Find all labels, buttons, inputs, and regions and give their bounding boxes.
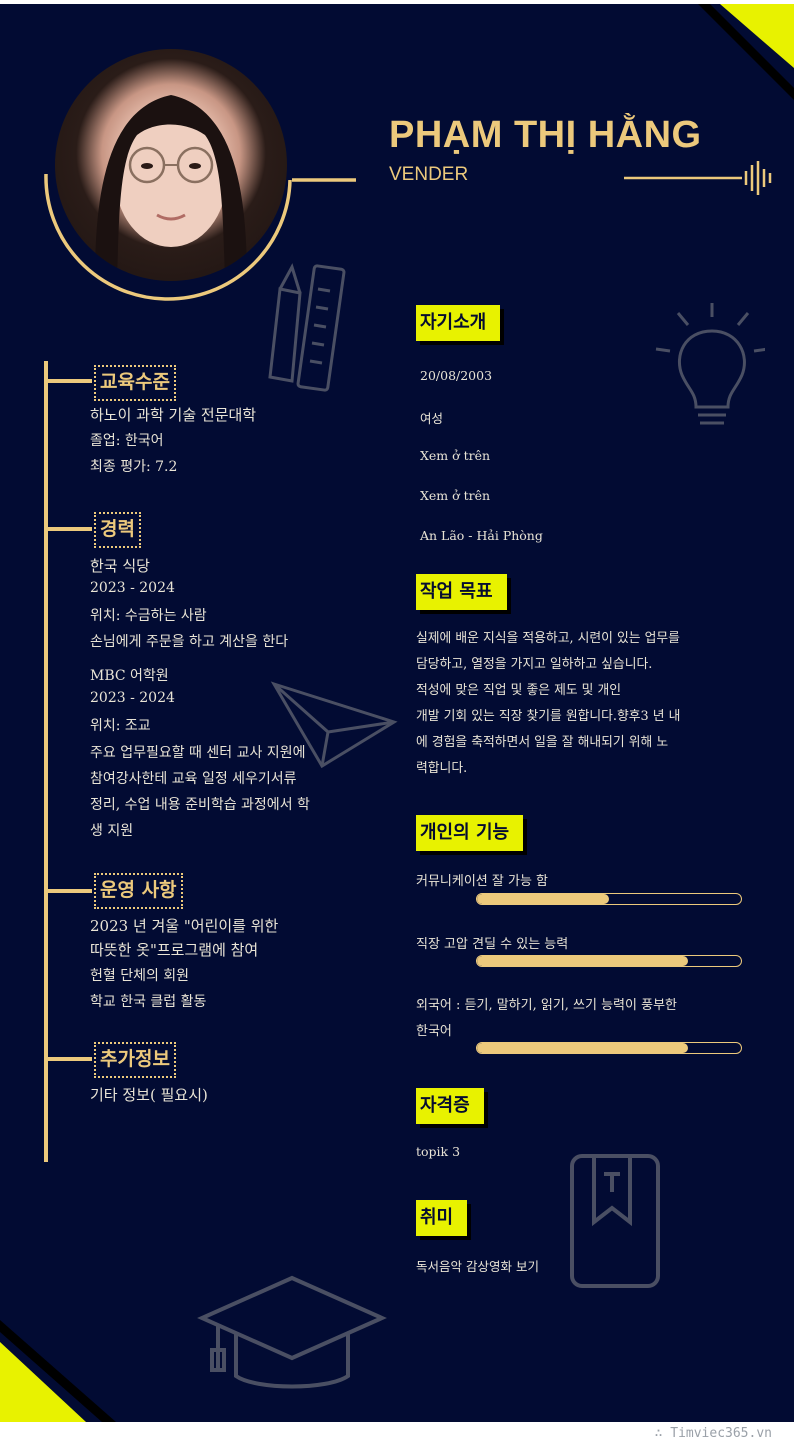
profile-photo <box>55 49 287 281</box>
sound-wave-divider <box>624 161 772 195</box>
skill-label: 커뮤니케이션 잘 가능 함 <box>416 874 548 889</box>
job-description-line: 생 지원 <box>90 823 134 839</box>
objective-line: 적성에 맞은 직업 및 좋은 제도 및 개인 <box>416 683 622 698</box>
skill-bar-fill <box>477 894 609 904</box>
job-period: 2023 - 2024 <box>90 690 175 706</box>
objective-paragraph: 실제에 배운 지식을 적용하고, 시련이 있는 업무를 담당하고, 열정을 가지… <box>416 626 750 782</box>
certificates-heading: 자격증 <box>416 1088 484 1124</box>
dob-value: 20/08/2003 <box>420 368 493 383</box>
job-description: 손님에게 주문을 하고 계산을 한다 <box>90 634 289 650</box>
light-bulb-icon <box>655 303 765 425</box>
objective-line: 력합니다. <box>416 761 468 776</box>
pencil-ruler-icon <box>268 263 346 392</box>
job-company: 한국 식당 <box>90 557 150 575</box>
education-heading: 교육수준 <box>94 365 176 401</box>
education-major: 졸업: 한국어 <box>90 433 164 449</box>
skill-bar-fill <box>477 1043 689 1053</box>
job-company: MBC 어학원 <box>90 668 169 684</box>
job-description-line: 정리, 수업 내용 준비학습 과정에서 학 <box>90 797 310 813</box>
left-timeline <box>44 361 92 1162</box>
top-right-corner-decoration <box>698 4 794 100</box>
objective-line: 담당하고, 열정을 가지고 일하하고 싶습니다. <box>416 657 653 672</box>
book-bookmark-icon <box>570 1154 660 1288</box>
skill-label: 직장 고압 견딜 수 있는 능력 <box>416 937 569 952</box>
bottom-left-corner-decoration <box>0 1320 116 1422</box>
objective-heading: 작업 목표 <box>416 574 507 610</box>
activity-line: 따뜻한 옷"프로그램에 참여 <box>90 941 259 959</box>
education-school: 하노이 과학 기술 전문대학 <box>90 406 257 424</box>
hobbies-value: 독서음악 감상영화 보기 <box>416 1259 539 1274</box>
job-period: 2023 - 2024 <box>90 580 175 596</box>
objective-line: 개발 기회 있는 직장 찾기를 원합니다.향후3 년 내 <box>416 709 681 724</box>
hobbies-heading: 취미 <box>416 1200 468 1236</box>
skill-bar <box>476 955 742 967</box>
watermark: ∴ Timviec365.vn <box>654 1426 772 1441</box>
portrait-illustration <box>95 95 247 281</box>
objective-line: 실제에 배운 지식을 적용하고, 시련이 있는 업무를 <box>416 631 680 646</box>
skill-bar <box>476 1042 742 1054</box>
activity-item: 헌혈 단체의 회원 <box>90 968 190 984</box>
objective-line: 에 경험을 축적하면서 일을 잘 해내되기 위해 노 <box>416 735 669 750</box>
activity-line: 2023 년 겨울 "어린이를 위한 <box>90 917 279 935</box>
skill-label: 외국어 : 듣기, 말하기, 읽기, 쓰기 능력이 풍부한 <box>416 998 677 1013</box>
job-position: 위치: 수금하는 사람 <box>90 608 207 624</box>
extra-info-heading: 추가정보 <box>94 1042 176 1078</box>
address-value: An Lão - Hải Phòng <box>420 528 543 543</box>
job-description-line: 주요 업무필요할 때 센터 교사 지원에 <box>90 745 306 761</box>
certificate-value: topik 3 <box>416 1144 461 1159</box>
activities-heading: 운영 사항 <box>94 873 183 909</box>
gender-value: 여성 <box>420 411 444 426</box>
phone-value: Xem ở trên <box>420 448 491 463</box>
education-gpa: 최종 평가: 7.2 <box>90 459 178 475</box>
photo-frame-arc <box>44 173 356 301</box>
email-value: Xem ở trên <box>420 488 491 503</box>
skill-bar-fill <box>477 956 689 966</box>
skill-bar <box>476 893 742 905</box>
job-position: 위치: 조교 <box>90 718 151 734</box>
paper-plane-icon <box>270 681 398 769</box>
candidate-name: PHẠM THỊ HẰNG <box>389 114 702 156</box>
job-description-line: 참여강사한테 교육 일정 세우기서류 <box>90 771 297 787</box>
experience-heading: 경력 <box>94 512 141 548</box>
cv-page: PHẠM THỊ HẰNG VENDER 교육수준 하노이 과학 기술 전문대학… <box>0 4 794 1422</box>
graduation-cap-icon <box>197 1275 387 1389</box>
intro-heading: 자기소개 <box>416 305 501 341</box>
extra-info-text: 기타 정보( 필요시) <box>90 1086 208 1104</box>
skill-label-continued: 한국어 <box>416 1024 452 1039</box>
skills-heading: 개인의 기능 <box>416 815 524 851</box>
candidate-role: VENDER <box>389 164 469 185</box>
activity-item: 학교 한국 클럽 활동 <box>90 994 207 1010</box>
